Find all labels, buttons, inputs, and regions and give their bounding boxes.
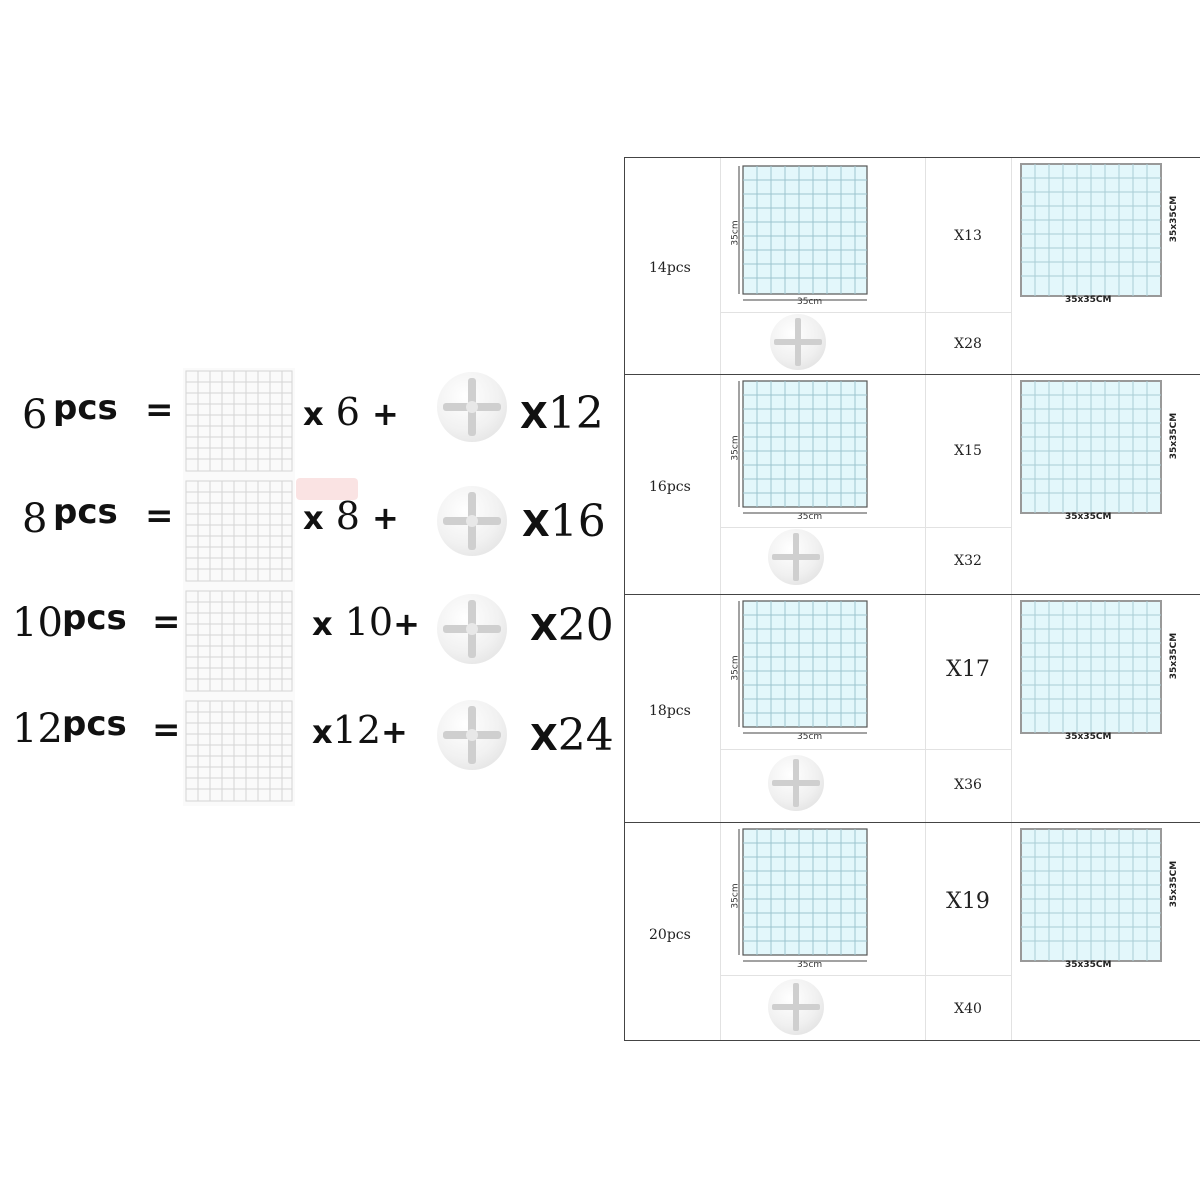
panel-count: X19 xyxy=(946,889,990,914)
panel-count: X17 xyxy=(946,657,990,682)
count-number: 12 xyxy=(12,706,63,752)
connector-image xyxy=(770,314,826,370)
connector-image xyxy=(437,486,507,556)
formula-row: 10 pcs = x 10+ X20 xyxy=(0,582,615,688)
panel-count: X13 xyxy=(954,228,982,244)
package-table: 14pcs 35cm 35cm X13 X28 35x35CM 35x35CM … xyxy=(624,157,1200,1041)
connector-multiplier: X24 xyxy=(530,710,614,761)
equals-sign: = xyxy=(145,390,174,430)
connector-image xyxy=(437,594,507,664)
connector-multiplier: X20 xyxy=(530,600,614,651)
connector-image xyxy=(437,372,507,442)
panel-multiplier: x 10+ xyxy=(312,600,420,644)
pcs-label: pcs xyxy=(53,388,118,428)
side-dimension: 35cm xyxy=(730,883,741,909)
panel-count: X15 xyxy=(954,443,982,459)
photo-dimension: 35x35CM xyxy=(1065,960,1112,970)
formula-row: 12 pcs = x12+ X24 xyxy=(0,690,615,796)
wire-panel-image xyxy=(185,370,293,472)
equals-sign: = xyxy=(152,710,181,750)
table-row: 16pcs 35cm 35cm X15 X32 35x35CM 35x35CM xyxy=(625,375,1200,595)
panel-diagram xyxy=(738,380,868,514)
connector-multiplier: X12 xyxy=(520,388,604,439)
panel-multiplier: x12+ xyxy=(312,708,408,752)
pcs-label: pcs xyxy=(53,492,118,532)
bottom-dimension: 35cm xyxy=(797,297,823,307)
photo-side-dimension: 35x35CM xyxy=(1169,632,1180,680)
pcs-label: 16pcs xyxy=(649,479,691,495)
formula-row: 8 pcs = x 8 + X16 xyxy=(0,476,615,582)
panel-photo xyxy=(1020,163,1162,297)
bottom-dimension: 35cm xyxy=(797,732,823,742)
photo-dimension: 35x35CM xyxy=(1065,732,1112,742)
table-row: 18pcs 35cm 35cm X17 X36 35x35CM 35x35CM xyxy=(625,595,1200,823)
pcs-label: pcs xyxy=(62,598,127,638)
wire-panel-image xyxy=(185,700,293,802)
photo-side-dimension: 35x35CM xyxy=(1169,412,1180,460)
side-dimension: 35cm xyxy=(730,655,741,681)
panel-diagram xyxy=(738,165,868,301)
connector-image xyxy=(437,700,507,770)
table-row: 14pcs 35cm 35cm X13 X28 35x35CM 35x35CM xyxy=(625,158,1200,375)
pcs-label: 18pcs xyxy=(649,703,691,719)
photo-dimension: 35x35CM xyxy=(1065,295,1112,305)
panel-multiplier: x 8 + xyxy=(303,494,399,538)
count-number: 6 xyxy=(22,392,48,438)
panel-multiplier: x 6 + xyxy=(303,390,399,434)
bottom-dimension: 35cm xyxy=(797,960,823,970)
watermark-stamp xyxy=(296,478,358,500)
wire-panel-image xyxy=(185,590,293,692)
connector-count: X28 xyxy=(954,336,982,352)
connector-count: X32 xyxy=(954,553,982,569)
pcs-label: pcs xyxy=(62,704,127,744)
equals-sign: = xyxy=(145,496,174,536)
connector-image xyxy=(768,979,824,1035)
photo-side-dimension: 35x35CM xyxy=(1169,860,1180,908)
panel-photo xyxy=(1020,600,1162,734)
side-dimension: 35cm xyxy=(730,220,741,246)
formula-row: 6 pcs = x 6 + X12 xyxy=(0,370,615,476)
connector-count: X40 xyxy=(954,1001,982,1017)
panel-diagram xyxy=(738,600,868,734)
panel-photo xyxy=(1020,828,1162,962)
equals-sign: = xyxy=(152,602,181,642)
pcs-label: 14pcs xyxy=(649,260,691,276)
connector-image xyxy=(768,755,824,811)
table-row: 20pcs 35cm 35cm X19 X40 35x35CM 35x35CM xyxy=(625,823,1200,1040)
wire-panel-image xyxy=(185,480,293,582)
panel-photo xyxy=(1020,380,1162,514)
connector-count: X36 xyxy=(954,777,982,793)
bottom-dimension: 35cm xyxy=(797,512,823,522)
wire-panel-stack xyxy=(183,368,295,806)
photo-side-dimension: 35x35CM xyxy=(1169,195,1180,243)
connector-multiplier: X16 xyxy=(522,496,606,547)
pcs-label: 20pcs xyxy=(649,927,691,943)
photo-dimension: 35x35CM xyxy=(1065,512,1112,522)
count-number: 10 xyxy=(12,600,63,646)
panel-diagram xyxy=(738,828,868,962)
count-number: 8 xyxy=(22,496,48,542)
connector-image xyxy=(768,529,824,585)
side-dimension: 35cm xyxy=(730,435,741,461)
